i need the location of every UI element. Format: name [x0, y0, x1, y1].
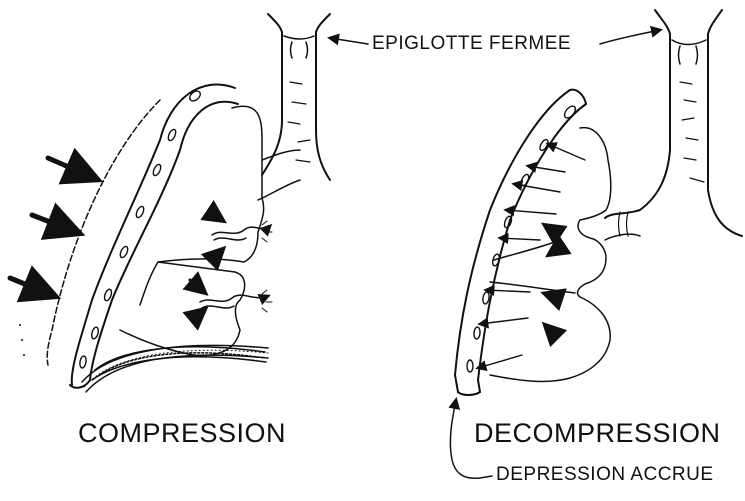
decompression-panel	[455, 10, 742, 395]
chest-wall-ribs	[70, 85, 238, 388]
dotted-marks	[19, 324, 25, 356]
trachea-left	[262, 14, 330, 180]
compression-label: COMPRESSION	[78, 418, 286, 449]
air-expulsion-arrows	[190, 212, 272, 320]
compression-panel	[10, 14, 330, 392]
decompression-label: DECOMPRESSION	[474, 418, 721, 449]
depression-accrue-label: DEPRESSION ACCRUE	[496, 464, 714, 486]
chest-wall-ribs-right	[455, 90, 586, 395]
trachea-right	[605, 10, 742, 236]
external-force-arrows	[10, 158, 94, 295]
epiglotte-fermee-label: EPIGLOTTE FERMEE	[372, 33, 571, 55]
